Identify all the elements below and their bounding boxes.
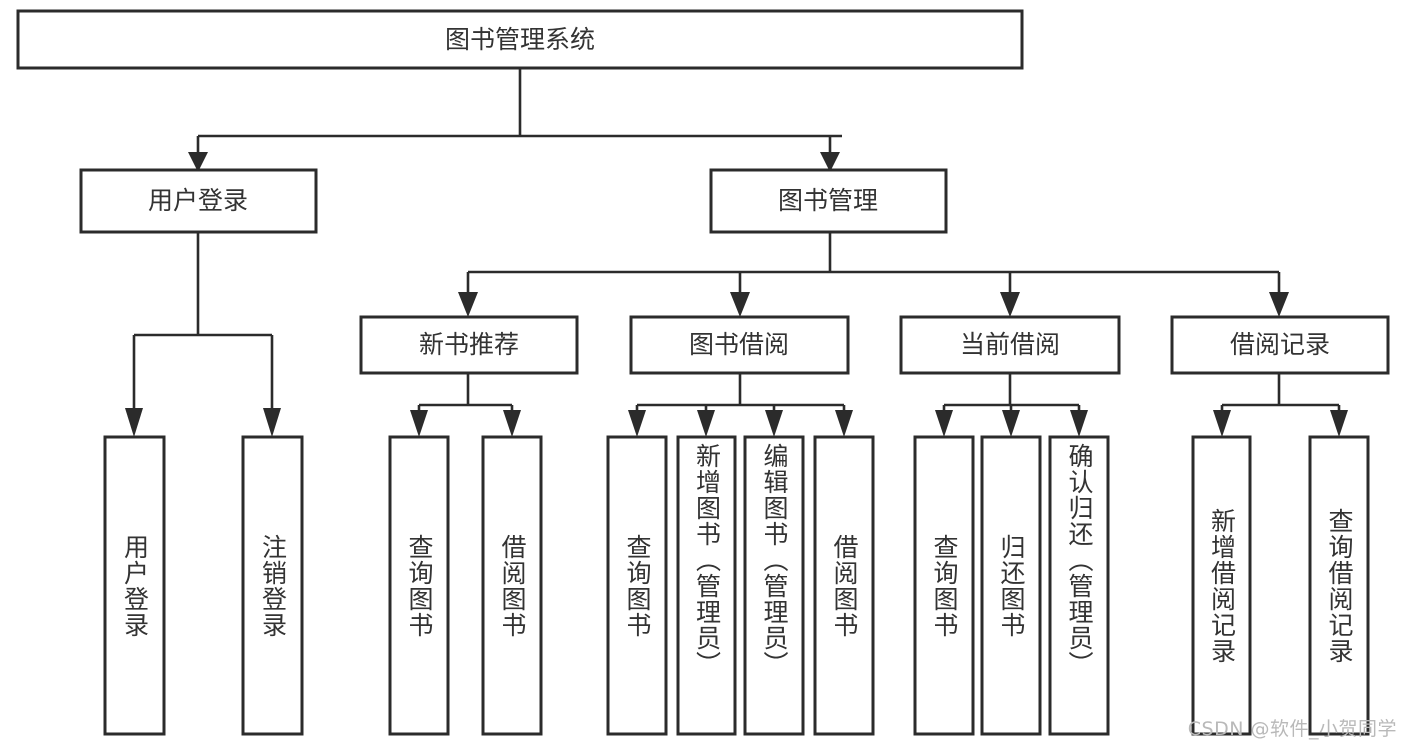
leaf-box-user-login-2[interactable] <box>241 435 304 736</box>
leaf-box-borrow-record-1[interactable] <box>1191 435 1252 736</box>
leaf-box-user-login-1[interactable] <box>103 435 166 736</box>
arrow-head-current-borrow <box>1000 292 1020 317</box>
leaf-box-book-borrow-4[interactable] <box>813 435 875 736</box>
connector-group-new-book-leaves <box>410 373 521 437</box>
leaf-box-book-borrow-3[interactable] <box>743 435 805 736</box>
arrow-head-leaf-borrow-record-2 <box>1330 410 1348 437</box>
arrow-head-leaf-book-borrow-3 <box>765 410 783 437</box>
arrow-head-user-login <box>188 152 208 172</box>
arrow-head-borrow-record <box>1269 292 1289 317</box>
node-current-borrow[interactable] <box>899 315 1121 375</box>
arrow-head-leaf-new-book-1 <box>410 410 428 437</box>
arrow-head-leaf-current-borrow-2 <box>1002 410 1020 437</box>
leaf-box-new-book-2[interactable] <box>481 435 543 736</box>
node-root-book-management-system[interactable] <box>16 9 1024 70</box>
arrow-head-leaf-user-login-1 <box>125 408 143 437</box>
arrow-head-leaf-new-book-2 <box>503 410 521 437</box>
leaf-box-current-borrow-2[interactable] <box>980 435 1042 736</box>
leaf-box-book-borrow-1[interactable] <box>606 435 668 736</box>
arrow-head-leaf-book-borrow-1 <box>628 410 646 437</box>
arrow-head-leaf-book-borrow-2 <box>697 410 715 437</box>
arrow-head-leaf-user-login-2 <box>263 408 281 437</box>
connector-group-book-manage-to-level3 <box>458 232 1289 317</box>
connector-group-user-login-leaves <box>125 232 281 437</box>
node-new-book-recommend-label: 新书推荐 <box>419 330 519 359</box>
arrow-head-leaf-current-borrow-3 <box>1070 410 1088 437</box>
node-book-borrow[interactable] <box>629 315 850 375</box>
node-root-label: 图书管理系统 <box>445 25 595 54</box>
node-user-login[interactable] <box>79 168 318 234</box>
leaf-box-book-borrow-2[interactable] <box>676 435 737 736</box>
node-borrow-record-label: 借阅记录 <box>1230 330 1330 359</box>
leaf-box-new-book-1[interactable] <box>388 435 450 736</box>
node-user-login-label: 用户登录 <box>148 186 248 215</box>
node-new-book-recommend[interactable] <box>359 315 579 375</box>
node-borrow-record[interactable] <box>1170 315 1390 375</box>
leaf-box-borrow-record-2[interactable] <box>1308 435 1370 736</box>
connector-group-book-borrow-leaves <box>628 373 853 437</box>
leaf-box-current-borrow-1[interactable] <box>913 435 975 736</box>
arrow-head-book-manage <box>820 152 840 172</box>
connector-group-root-to-level2 <box>188 68 842 172</box>
leaf-box-current-borrow-3[interactable] <box>1048 435 1110 736</box>
node-current-borrow-label: 当前借阅 <box>960 330 1060 359</box>
arrow-head-book-borrow <box>730 292 750 317</box>
connector-group-current-borrow-leaves <box>935 373 1088 437</box>
connector-group-borrow-record-leaves <box>1213 373 1348 437</box>
arrow-head-new-book <box>458 292 478 317</box>
arrow-head-leaf-book-borrow-4 <box>835 410 853 437</box>
node-book-management[interactable] <box>709 168 948 234</box>
arrow-head-leaf-borrow-record-1 <box>1213 410 1231 437</box>
node-book-borrow-label: 图书借阅 <box>689 330 789 359</box>
node-book-management-label: 图书管理 <box>778 186 878 215</box>
arrow-head-leaf-current-borrow-1 <box>935 410 953 437</box>
